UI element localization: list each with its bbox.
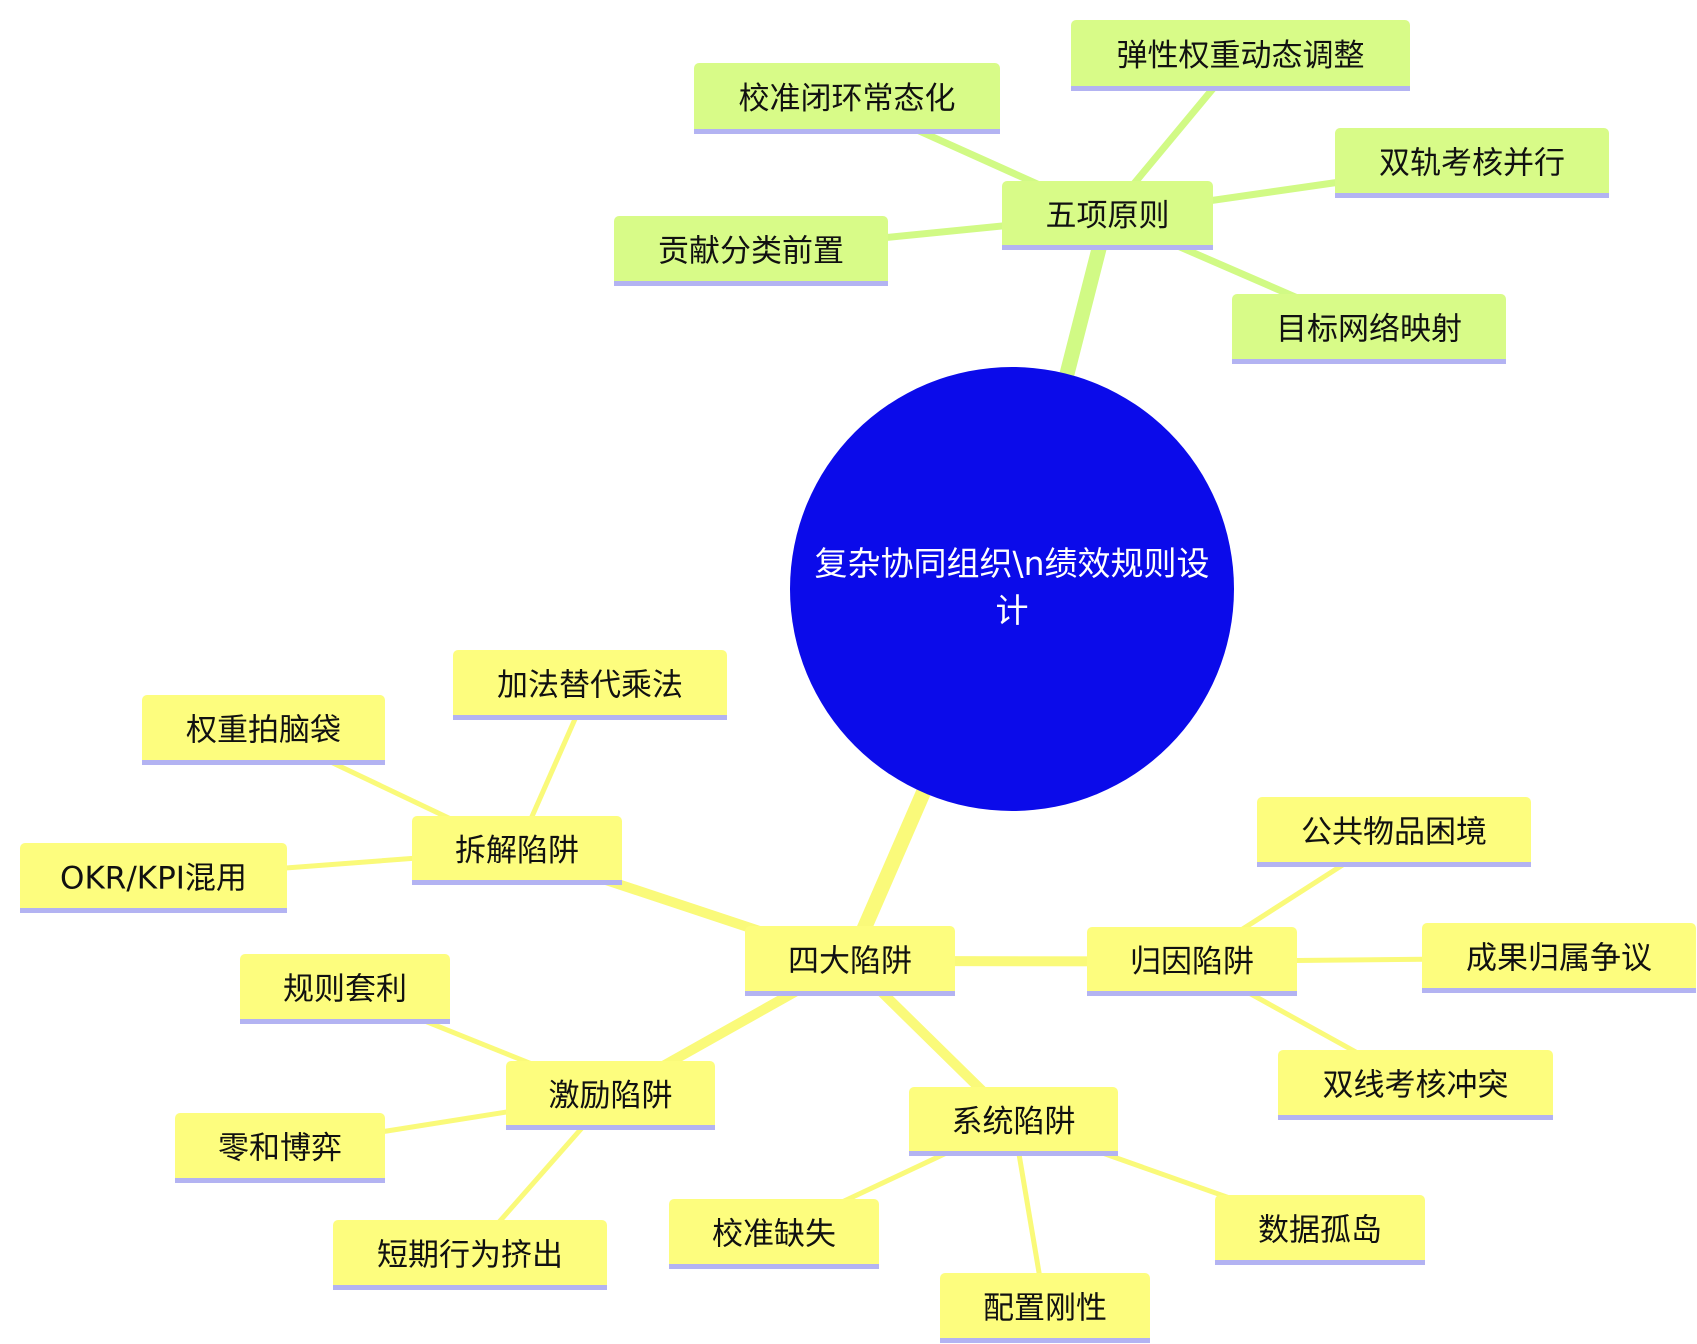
principle-3[interactable]: 双轨考核并行 xyxy=(1335,128,1609,198)
trap-attribution-box xyxy=(1087,927,1297,996)
system-item-3[interactable]: 数据孤岛 xyxy=(1215,1195,1425,1265)
trap-system-box xyxy=(909,1087,1118,1156)
attribution-item-2[interactable]: 成果归属争议 xyxy=(1422,923,1696,993)
attribution-item-3-label: 双线考核冲突 xyxy=(1323,1068,1509,1104)
principle-4-label: 目标网络映射 xyxy=(1276,312,1462,348)
trap-system[interactable]: 系统陷阱 xyxy=(909,1087,1118,1156)
principle-2-box xyxy=(1071,20,1410,91)
branch-traps-underline xyxy=(745,991,955,996)
principle-3-label: 双轨考核并行 xyxy=(1379,146,1565,182)
root-circle xyxy=(790,367,1234,811)
incentive-item-3-label: 短期行为挤出 xyxy=(377,1238,563,1274)
trap-attribution-label: 归因陷阱 xyxy=(1130,944,1254,980)
trap-incentive-underline xyxy=(506,1125,715,1130)
incentive-item-2-underline xyxy=(175,1178,385,1183)
principle-3-underline xyxy=(1335,193,1609,198)
branch-traps[interactable]: 四大陷阱 xyxy=(745,926,955,996)
principle-5[interactable]: 贡献分类前置 xyxy=(614,216,888,286)
system-item-1-underline xyxy=(669,1264,879,1269)
decompose-item-3[interactable]: OKR/KPI混用 xyxy=(20,843,287,913)
attribution-item-2-underline xyxy=(1422,988,1696,993)
decompose-item-2-box xyxy=(142,695,385,765)
principle-2[interactable]: 弹性权重动态调整 xyxy=(1071,20,1410,91)
decompose-item-3-box xyxy=(20,843,287,913)
incentive-item-3[interactable]: 短期行为挤出 xyxy=(333,1220,607,1290)
principle-5-label: 贡献分类前置 xyxy=(658,234,844,270)
trap-system-underline xyxy=(909,1151,1118,1156)
system-item-1-box xyxy=(669,1199,879,1269)
principle-2-underline xyxy=(1071,86,1410,91)
principle-4-box xyxy=(1232,294,1506,364)
principle-4-underline xyxy=(1232,359,1506,364)
principle-1-box xyxy=(694,63,1000,134)
branch-traps-label: 四大陷阱 xyxy=(788,944,912,980)
decompose-item-1[interactable]: 加法替代乘法 xyxy=(453,650,727,720)
attribution-item-1-underline xyxy=(1257,862,1531,867)
trap-decompose-underline xyxy=(412,880,622,885)
system-item-2[interactable]: 配置刚性 xyxy=(940,1273,1150,1343)
root-label-line1: 复杂协同组织\n绩效规则设 xyxy=(814,544,1209,583)
incentive-item-1[interactable]: 规则套利 xyxy=(240,954,450,1024)
trap-system-label: 系统陷阱 xyxy=(952,1104,1076,1140)
branch-principles-box xyxy=(1002,181,1213,250)
root-label-line2: 计 xyxy=(996,591,1029,630)
incentive-item-2-label: 零和博弈 xyxy=(218,1131,342,1167)
decompose-item-2-underline xyxy=(142,760,385,765)
decompose-item-3-label: OKR/KPI混用 xyxy=(60,861,247,897)
trap-decompose[interactable]: 拆解陷阱 xyxy=(412,816,622,885)
branch-principles-label: 五项原则 xyxy=(1046,198,1170,234)
incentive-item-2-box xyxy=(175,1113,385,1183)
attribution-item-3-box xyxy=(1278,1050,1553,1120)
branch-principles-underline xyxy=(1002,245,1213,250)
system-item-2-label: 配置刚性 xyxy=(983,1291,1107,1327)
system-item-1[interactable]: 校准缺失 xyxy=(669,1199,879,1269)
attribution-item-2-label: 成果归属争议 xyxy=(1466,941,1652,977)
trap-incentive[interactable]: 激励陷阱 xyxy=(506,1061,715,1130)
principle-1-underline xyxy=(694,129,1000,134)
attribution-item-2-box xyxy=(1422,923,1696,993)
incentive-item-3-box xyxy=(333,1220,607,1290)
incentive-item-2[interactable]: 零和博弈 xyxy=(175,1113,385,1183)
branch-principles[interactable]: 五项原则 xyxy=(1002,181,1213,250)
decompose-item-3-underline xyxy=(20,908,287,913)
trap-attribution-underline xyxy=(1087,991,1297,996)
incentive-item-1-label: 规则套利 xyxy=(283,972,407,1008)
attribution-item-3-underline xyxy=(1278,1115,1553,1120)
principle-1-label: 校准闭环常态化 xyxy=(739,81,956,117)
decompose-item-1-label: 加法替代乘法 xyxy=(497,668,683,704)
system-item-3-box xyxy=(1215,1195,1425,1265)
system-item-2-underline xyxy=(940,1338,1150,1343)
trap-attribution[interactable]: 归因陷阱 xyxy=(1087,927,1297,996)
attribution-item-3[interactable]: 双线考核冲突 xyxy=(1278,1050,1553,1120)
system-item-1-label: 校准缺失 xyxy=(712,1217,836,1253)
principle-5-box xyxy=(614,216,888,286)
decompose-item-1-underline xyxy=(453,715,727,720)
system-item-3-underline xyxy=(1215,1260,1425,1265)
principle-4[interactable]: 目标网络映射 xyxy=(1232,294,1506,364)
trap-decompose-label: 拆解陷阱 xyxy=(455,833,579,869)
trap-incentive-label: 激励陷阱 xyxy=(549,1078,673,1114)
system-item-2-box xyxy=(940,1273,1150,1343)
attribution-item-1-box xyxy=(1257,797,1531,867)
trap-decompose-box xyxy=(412,816,622,885)
principle-1[interactable]: 校准闭环常态化 xyxy=(694,63,1000,134)
incentive-item-1-underline xyxy=(240,1019,450,1024)
principle-5-underline xyxy=(614,281,888,286)
branch-traps-box xyxy=(745,926,955,996)
incentive-item-1-box xyxy=(240,954,450,1024)
attribution-item-1-label: 公共物品困境 xyxy=(1301,815,1487,851)
decompose-item-2-label: 权重拍脑袋 xyxy=(186,713,341,749)
principle-2-label: 弹性权重动态调整 xyxy=(1117,38,1365,74)
decompose-item-2[interactable]: 权重拍脑袋 xyxy=(142,695,385,765)
incentive-item-3-underline xyxy=(333,1285,607,1290)
attribution-item-1[interactable]: 公共物品困境 xyxy=(1257,797,1531,867)
system-item-3-label: 数据孤岛 xyxy=(1258,1213,1382,1249)
decompose-item-1-box xyxy=(453,650,727,720)
principle-3-box xyxy=(1335,128,1609,198)
trap-incentive-box xyxy=(506,1061,715,1130)
